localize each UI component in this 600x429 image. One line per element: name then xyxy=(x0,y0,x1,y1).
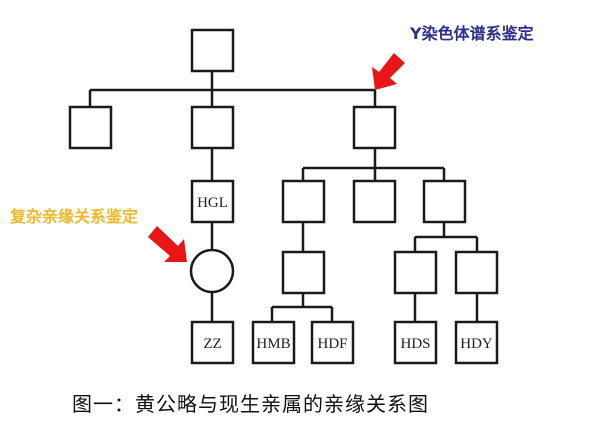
y-chromosome-arrow-icon xyxy=(372,53,405,90)
node-hgl-box xyxy=(190,179,235,224)
y-chromosome-annotation: Y染色体谱系鉴定 xyxy=(410,24,534,43)
figure-caption: 图一：黄公略与现生亲属的亲缘关系图 xyxy=(72,392,429,416)
root-ancestor-box xyxy=(190,28,235,73)
node-hdf-label: HDF xyxy=(317,336,347,352)
complex-kinship-annotation: 复杂亲缘关系鉴定 xyxy=(10,207,139,226)
complex-kinship-arrow-icon xyxy=(148,226,187,262)
node-zz-box xyxy=(190,320,235,365)
node-hdy-label: HDY xyxy=(460,336,493,352)
female-circle xyxy=(189,248,235,294)
node-hmb-box xyxy=(251,320,296,365)
gen3-right-box xyxy=(422,179,467,224)
node-hdy-box xyxy=(454,320,499,365)
gen3-middle-box xyxy=(352,179,397,224)
node-hds-label: HDS xyxy=(400,336,430,352)
node-hds-box xyxy=(393,320,438,365)
node-hdf-box xyxy=(310,320,355,365)
gen3-left-box xyxy=(281,179,326,224)
node-zz-label: ZZ xyxy=(203,336,221,352)
gen2-right-box xyxy=(352,105,397,150)
node-hmb-label: HMB xyxy=(256,336,290,352)
gen4-left-box xyxy=(281,250,326,295)
gen2-left-box xyxy=(68,105,113,150)
gen4-right-a-box xyxy=(393,250,438,295)
gen4-right-b-box xyxy=(454,250,499,295)
gen2-middle-box xyxy=(190,105,235,150)
node-hgl-label: HGL xyxy=(197,195,228,211)
